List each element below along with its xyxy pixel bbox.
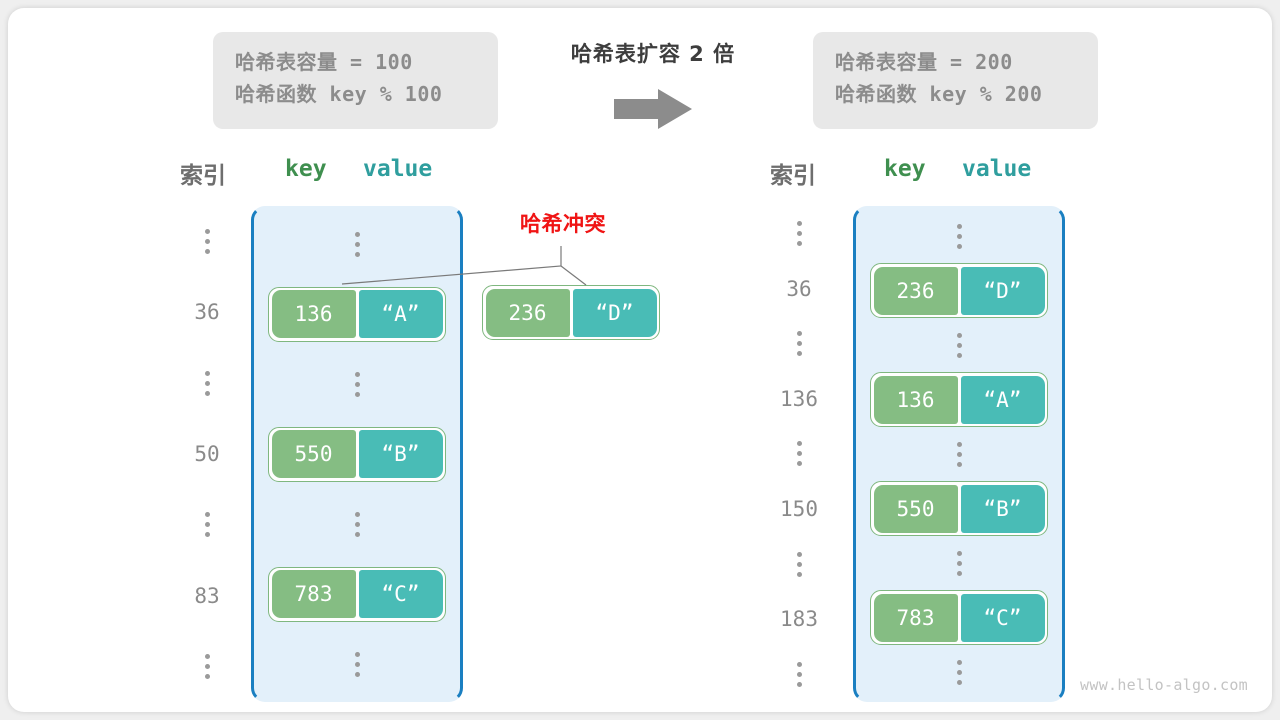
table-slot-ellipsis	[856, 427, 1062, 481]
header-value-after: value	[962, 156, 1032, 182]
table-entry: 550“B”	[268, 426, 446, 482]
entry-value: “D”	[960, 266, 1045, 315]
entry-value: “B”	[358, 430, 443, 478]
vertical-ellipsis-icon	[796, 331, 802, 357]
index-label: 36	[194, 300, 220, 325]
watermark: www.hello-algo.com	[1080, 676, 1248, 694]
table-slot: 550“B”	[856, 481, 1062, 536]
table-slot-ellipsis	[856, 209, 1062, 263]
table-entry: 783“C”	[870, 590, 1048, 645]
table-entry: 783“C”	[268, 566, 446, 622]
index-ellipsis	[760, 316, 838, 371]
vertical-ellipsis-icon	[956, 550, 962, 576]
index-ellipsis	[176, 489, 238, 560]
index-ellipsis	[760, 537, 838, 592]
entry-value: “B”	[960, 484, 1045, 533]
entry-value: “C”	[358, 570, 443, 618]
entry-key: 236	[485, 288, 570, 337]
vertical-ellipsis-icon	[796, 661, 802, 687]
vertical-ellipsis-icon	[354, 231, 360, 257]
hash-config-after: 哈希表容量 = 200 哈希函数 key % 200	[813, 32, 1098, 129]
floating-entry-collision: 236 “D”	[482, 285, 660, 340]
table-entry: 136“A”	[268, 286, 446, 342]
entry-key: 136	[271, 290, 356, 338]
hash-function-line-after: 哈希函数 key % 200	[835, 82, 1043, 107]
entry-value: “C”	[960, 593, 1045, 642]
index-ellipsis	[176, 348, 238, 419]
table-entry: 236“D”	[870, 263, 1048, 318]
table-slot-ellipsis	[856, 318, 1062, 372]
table-slot: 783“C”	[254, 559, 460, 629]
index-ellipsis	[760, 647, 838, 702]
table-slot: 236“D”	[856, 263, 1062, 318]
index-label: 50	[194, 442, 220, 466]
table-slot-ellipsis	[254, 349, 460, 419]
entry-value: “D”	[572, 288, 657, 337]
table-slot: 783“C”	[856, 590, 1062, 645]
table-entry: 136“A”	[870, 372, 1048, 427]
vertical-ellipsis-icon	[956, 223, 962, 249]
entry-key: 550	[271, 430, 356, 478]
vertical-ellipsis-icon	[204, 370, 210, 396]
entry-key: 783	[873, 593, 958, 642]
hash-table-before: 136“A” 550“B” 783“C”	[251, 206, 463, 702]
header-value-before: value	[363, 156, 433, 182]
index-label: 36	[786, 276, 812, 301]
vertical-ellipsis-icon	[956, 332, 962, 358]
entry-key: 236	[873, 266, 958, 315]
header-index-before: 索引	[180, 163, 226, 189]
entry-key: 550	[873, 484, 958, 533]
entry-value: “A”	[358, 290, 443, 338]
index-ellipsis	[176, 206, 238, 277]
entry-value: “A”	[960, 375, 1045, 424]
vertical-ellipsis-icon	[796, 551, 802, 577]
header-index-after: 索引	[770, 163, 816, 189]
hash-function-line-before: 哈希函数 key % 100	[235, 82, 443, 107]
index-ellipsis	[760, 206, 838, 261]
table-entry: 550“B”	[870, 481, 1048, 536]
header-key-before: key	[285, 156, 327, 182]
table-slot-ellipsis	[254, 629, 460, 699]
table-slot-ellipsis	[856, 645, 1062, 699]
collision-label: 哈希冲突	[520, 212, 606, 236]
index-ellipsis	[176, 631, 238, 702]
hash-config-before: 哈希表容量 = 100 哈希函数 key % 100	[213, 32, 498, 129]
diagram-card: 哈希表容量 = 100 哈希函数 key % 100 哈希表扩容 2 倍 哈希表…	[8, 8, 1272, 712]
vertical-ellipsis-icon	[354, 371, 360, 397]
index-column-after: 36 136 150 183	[760, 206, 838, 702]
vertical-ellipsis-icon	[796, 441, 802, 467]
table-slot-ellipsis	[254, 489, 460, 559]
table-slot-ellipsis	[856, 536, 1062, 590]
vertical-ellipsis-icon	[354, 511, 360, 537]
index-label: 83	[194, 583, 220, 608]
vertical-ellipsis-icon	[354, 651, 360, 677]
capacity-line-after: 哈希表容量 = 200	[835, 50, 1013, 74]
entry-key: 136	[873, 375, 958, 424]
vertical-ellipsis-icon	[796, 221, 802, 247]
capacity-line-before: 哈希表容量 = 100	[235, 50, 413, 74]
vertical-ellipsis-icon	[204, 228, 210, 254]
index-ellipsis	[760, 426, 838, 481]
vertical-ellipsis-icon	[956, 441, 962, 467]
vertical-ellipsis-icon	[204, 654, 210, 680]
vertical-ellipsis-icon	[204, 512, 210, 538]
hash-table-after: 236“D” 136“A” 550“B” 783“C”	[853, 206, 1065, 702]
diagram-title: 哈希表扩容 2 倍	[570, 42, 736, 66]
index-label: 183	[780, 607, 818, 632]
right-arrow-icon	[614, 89, 692, 129]
index-label: 136	[780, 386, 818, 411]
index-column-before: 36 50 83	[176, 206, 238, 702]
index-label: 150	[780, 497, 818, 522]
header-key-after: key	[884, 156, 926, 182]
entry-key: 783	[271, 570, 356, 618]
vertical-ellipsis-icon	[956, 659, 962, 685]
table-slot: 550“B”	[254, 419, 460, 489]
table-slot-ellipsis	[254, 209, 460, 279]
table-slot: 136“A”	[254, 279, 460, 349]
table-slot: 136“A”	[856, 372, 1062, 427]
